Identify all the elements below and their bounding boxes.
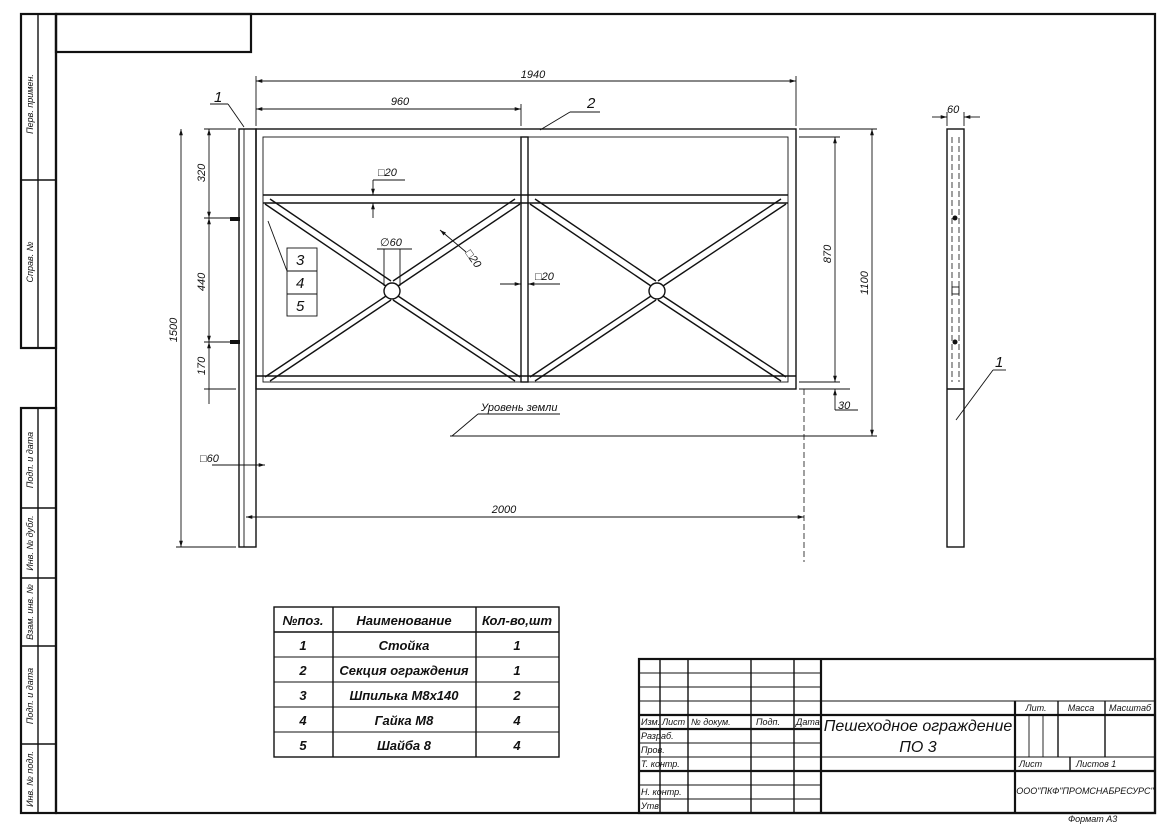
callouts: 1 2 3 4 5	[210, 89, 600, 317]
spec-row-5-name: Шайба 8	[377, 738, 432, 753]
dim-30: 30	[838, 400, 851, 412]
side-label-6: Инв. № подл.	[25, 751, 35, 807]
tb-mass: Масса	[1068, 703, 1095, 713]
dim-960: 960	[391, 96, 410, 108]
spec-row-5-qty: 4	[512, 738, 521, 753]
tb-sheets: Листов 1	[1075, 759, 1116, 769]
dim-circle: ∅60	[380, 237, 403, 249]
tb-col-date: Дата	[795, 717, 820, 727]
dim-440: 440	[196, 272, 208, 291]
tb-lit: Лит.	[1024, 703, 1046, 713]
side-label-0: Перв. примен.	[25, 74, 35, 134]
dim-320: 320	[196, 163, 208, 182]
callout-side-1: 1	[995, 354, 1003, 371]
spec-row-4-pos: 4	[298, 713, 307, 728]
spec-row-3-pos: 3	[299, 688, 307, 703]
tb-row-nkontr: Н. контр.	[641, 787, 682, 797]
tb-col-list: Лист	[661, 717, 686, 727]
tb-col-doc: № докум.	[691, 717, 731, 727]
dim-pipe-diag: □20	[463, 248, 484, 271]
dim-post-section: □60	[200, 453, 220, 465]
dim-870: 870	[822, 244, 834, 263]
fence-section	[230, 128, 797, 390]
spec-row-4-qty: 4	[512, 713, 521, 728]
dim-1500: 1500	[168, 317, 180, 342]
side-view: 60 1	[932, 104, 1006, 548]
dim-pipe-post: □20	[535, 271, 555, 283]
post	[238, 128, 257, 548]
tb-company: ООО"ПКФ"ПРОМСНАБРЕСУРС"	[1016, 786, 1154, 796]
dim-170: 170	[196, 356, 208, 375]
dim-side-width: 60	[947, 104, 960, 116]
dim-1100: 1100	[859, 270, 871, 295]
callout-2: 2	[586, 95, 596, 112]
tb-scale: Масштаб	[1109, 703, 1152, 713]
callout-4: 4	[296, 275, 304, 292]
dimensions: 1940 960 320 440 170 1500 870 1100 30	[168, 69, 877, 562]
side-label-2: Подп. и дата	[25, 432, 35, 488]
spec-row-3-name: Шпилька М8х140	[350, 688, 460, 703]
side-label-3: Инв. № дубл.	[25, 515, 35, 570]
tb-row-razrab: Разраб.	[641, 731, 674, 741]
spec-row-5-pos: 5	[299, 738, 307, 753]
tb-sheet: Лист	[1018, 759, 1043, 769]
tb-col-sign: Подп.	[756, 717, 780, 727]
spec-row-2-qty: 1	[513, 663, 520, 678]
sheet-frame	[54, 12, 1157, 815]
tb-title-1: Пешеходное ограждение	[824, 718, 1013, 735]
callout-5: 5	[296, 298, 305, 315]
dim-2000: 2000	[491, 504, 517, 516]
tb-title-2: ПО 3	[899, 739, 936, 756]
dim-pipe-rail: □20	[378, 167, 398, 179]
callout-1: 1	[214, 89, 222, 106]
tb-col-izm: Изм.	[641, 717, 660, 727]
spec-row-2-name: Секция ограждения	[339, 663, 468, 678]
dim-1940: 1940	[521, 69, 546, 81]
spec-row-1-name: Стойка	[379, 638, 430, 653]
spec-row-4-name: Гайка М8	[375, 713, 434, 728]
tb-row-tkontr: Т. контр.	[641, 759, 680, 769]
spec-row-2-pos: 2	[298, 663, 307, 678]
spec-header-qty: Кол-во,шт	[482, 613, 552, 628]
tb-row-prov: Пров.	[641, 745, 665, 755]
tb-row-utv: Утв.	[640, 801, 661, 811]
title-block: Изм. Лист № докум. Подп. Дата Разраб. Пр…	[637, 657, 1157, 824]
callout-3: 3	[296, 252, 305, 269]
spec-header-pos: №поз.	[282, 613, 323, 628]
ground-label: Уровень земли	[480, 402, 558, 414]
side-label-5: Подп. и дата	[25, 668, 35, 724]
spec-table: №поз. Наименование Кол-во,шт 1 Стойка 1 …	[273, 606, 560, 758]
spec-row-1-qty: 1	[513, 638, 520, 653]
format-label: Формат А3	[1068, 814, 1117, 824]
side-strip: Перв. примен. Справ. № Подп. и дата Инв.…	[19, 12, 58, 815]
spec-header-name: Наименование	[356, 613, 451, 628]
side-label-1: Справ. №	[25, 241, 35, 282]
spec-row-3-qty: 2	[512, 688, 521, 703]
spec-row-1-pos: 1	[299, 638, 306, 653]
side-label-4: Взам. инв. №	[25, 584, 35, 640]
